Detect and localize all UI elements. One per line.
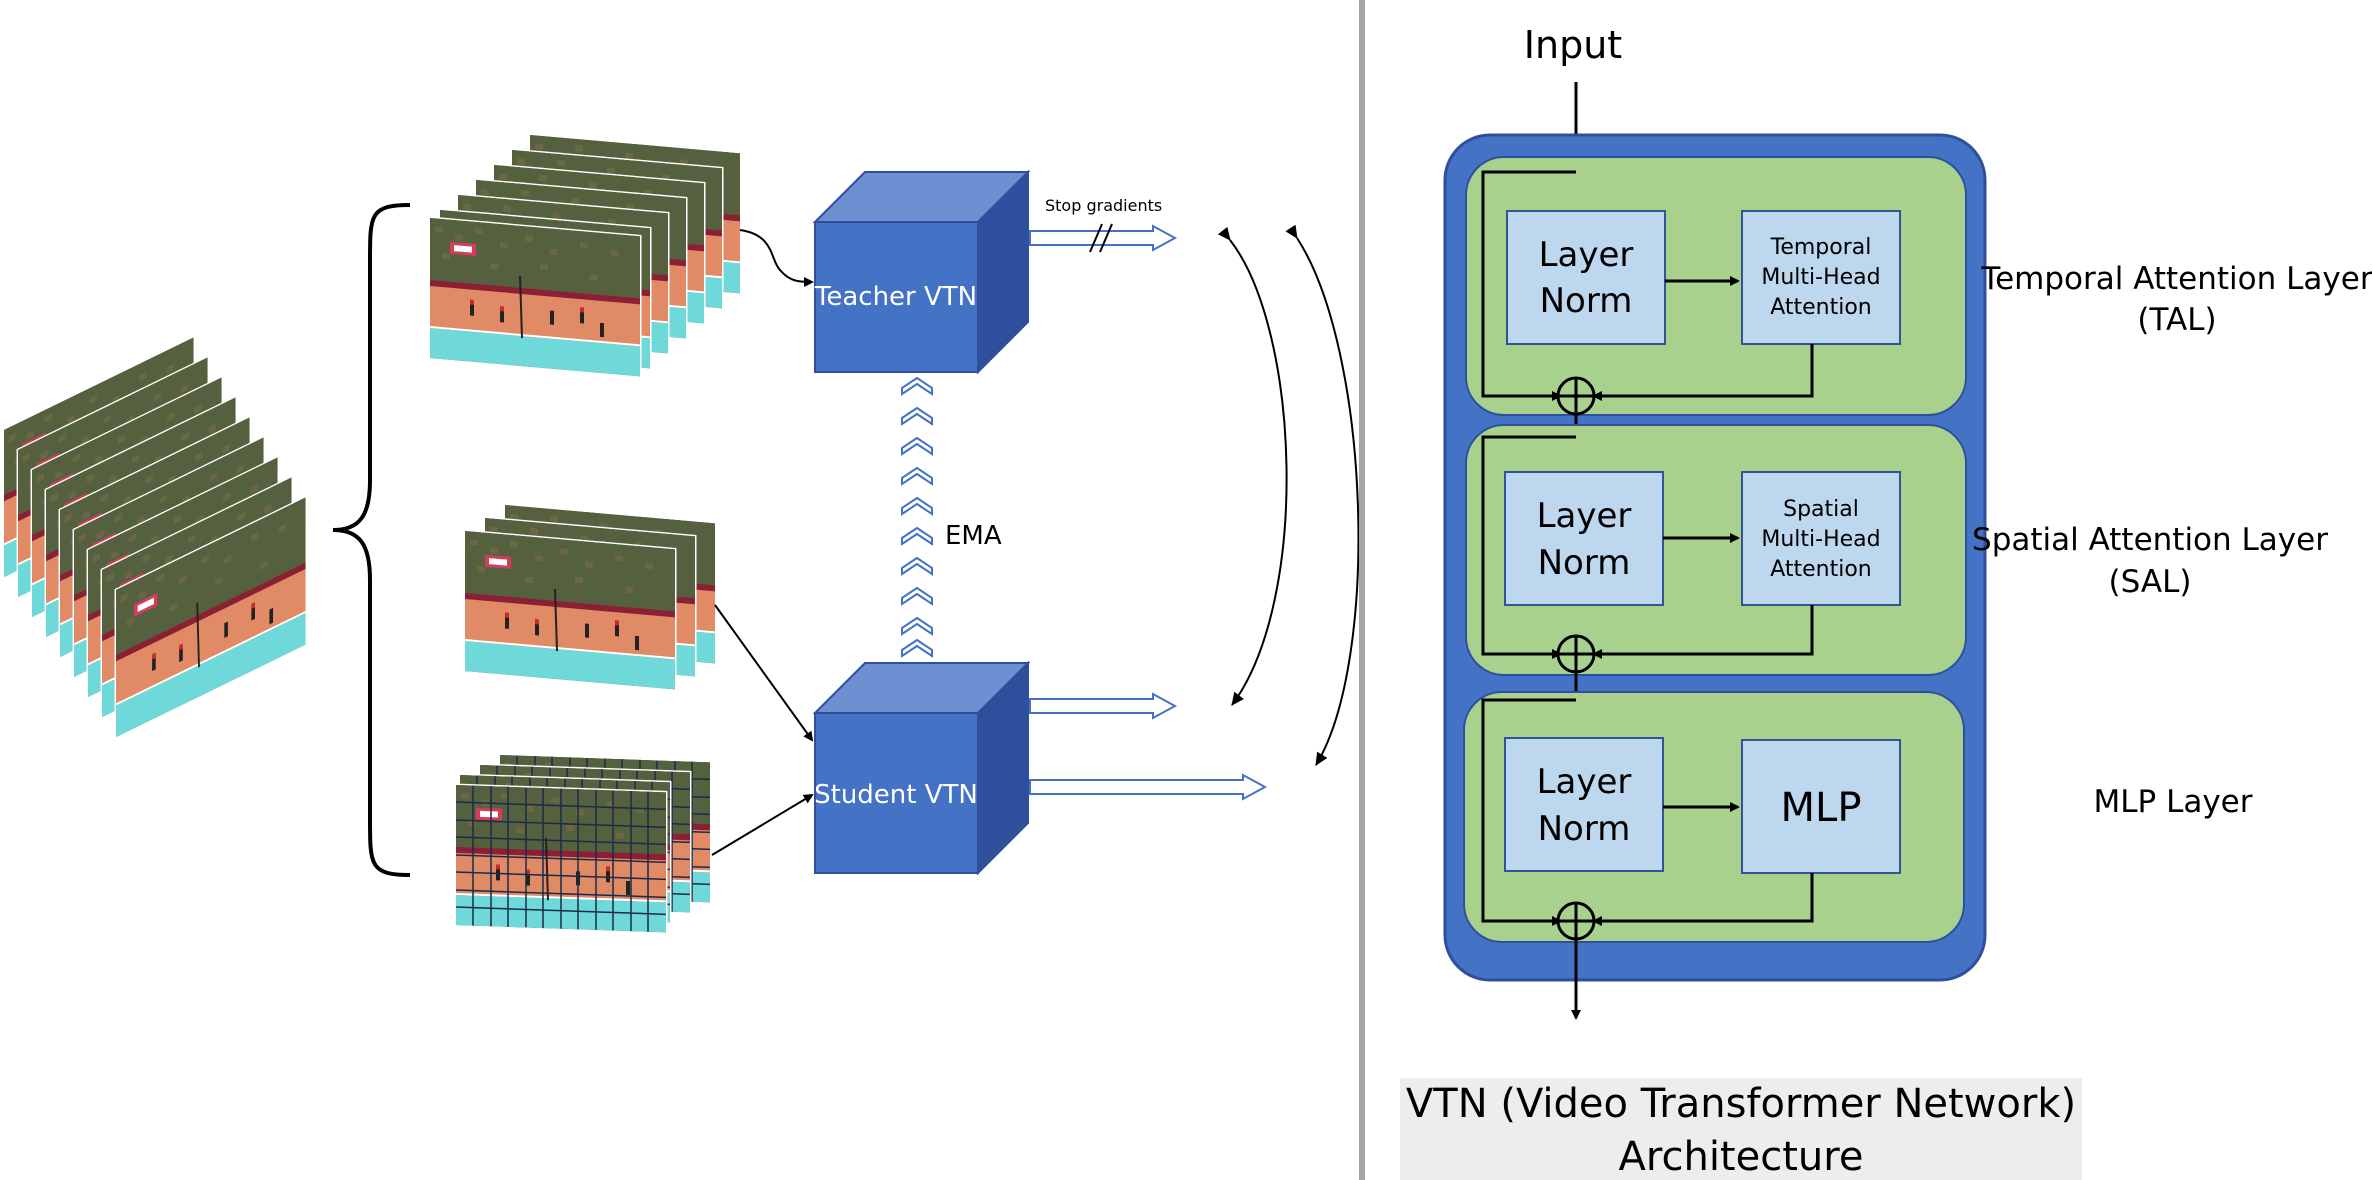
stop-gradients-label: Stop gradients xyxy=(1045,196,1162,215)
spatial-mha-line3: Attention xyxy=(1770,557,1872,582)
spatial-mha-line1: Spatial xyxy=(1783,497,1859,522)
student-output-arrow-2 xyxy=(1029,773,1268,801)
teacher-output-arrow xyxy=(1029,223,1178,253)
mlp-layer-label: MLP Layer xyxy=(2094,784,2253,820)
panel-divider xyxy=(1359,0,1365,1180)
teacher-vtn-cube: Teacher VTN xyxy=(812,169,1031,375)
layer-norm-2-line1: Layer xyxy=(1537,496,1632,536)
temporal-attention-layer: Layer Norm Temporal Multi-Head Attention xyxy=(1465,156,1967,416)
temporal-mha-box xyxy=(1741,210,1901,345)
mlp-layer: Layer Norm MLP xyxy=(1463,691,1965,943)
student-output-arrow-1 xyxy=(1029,692,1178,720)
sal-label-line1: Spatial Attention Layer xyxy=(1972,522,2328,558)
caption-line2: Architecture xyxy=(1619,1134,1864,1180)
temporal-mha-line3: Attention xyxy=(1770,295,1872,320)
caption-background xyxy=(1400,1078,2082,1180)
student-vtn-label: Student VTN xyxy=(814,780,978,810)
caption-line1: VTN (Video Transformer Network) xyxy=(1406,1081,2076,1127)
loss-curve-1 xyxy=(1217,226,1288,706)
ema-chevrons xyxy=(901,376,933,658)
mlp-box xyxy=(1741,739,1901,874)
layer-norm-1-line1: Layer xyxy=(1539,235,1634,275)
teacher-clip-stack xyxy=(428,133,742,379)
spatial-attention-layer: Layer Norm Spatial Multi-Head Attention xyxy=(1465,424,1967,676)
layer-norm-box-2 xyxy=(1504,471,1664,606)
layer-norm-box-3 xyxy=(1504,737,1664,872)
student-global-arrow xyxy=(714,604,814,742)
teacher-input-arrow xyxy=(739,229,814,287)
teacher-vtn-label: Teacher VTN xyxy=(814,282,977,312)
student-vtn-cube: Student VTN xyxy=(812,660,1031,876)
layer-norm-3-line1: Layer xyxy=(1537,762,1632,802)
spatial-mha-box xyxy=(1741,471,1901,606)
temporal-mha-line2: Multi-Head xyxy=(1761,265,1880,290)
input-label: Input xyxy=(1524,23,1622,67)
layer-norm-1-line2: Norm xyxy=(1540,281,1633,321)
loss-curve-2 xyxy=(1285,224,1360,766)
tal-label-line2: (TAL) xyxy=(2137,302,2216,338)
split-brace xyxy=(332,203,411,877)
layer-norm-2-line2: Norm xyxy=(1538,543,1631,583)
ema-label: EMA xyxy=(945,521,1002,551)
student-masked-clip-stack xyxy=(454,753,712,934)
layer-norm-3-line2: Norm xyxy=(1538,809,1631,849)
layer-norm-box-1 xyxy=(1506,210,1666,345)
mlp-label: MLP xyxy=(1781,785,1862,831)
student-masked-arrow xyxy=(711,793,814,856)
input-video-stack xyxy=(2,335,308,740)
sal-label-line2: (SAL) xyxy=(2109,564,2192,600)
tal-label-line1: Temporal Attention Layer xyxy=(1980,261,2372,297)
student-global-clip-stack xyxy=(463,503,717,692)
temporal-mha-line1: Temporal xyxy=(1770,235,1872,260)
spatial-mha-line2: Multi-Head xyxy=(1761,527,1880,552)
